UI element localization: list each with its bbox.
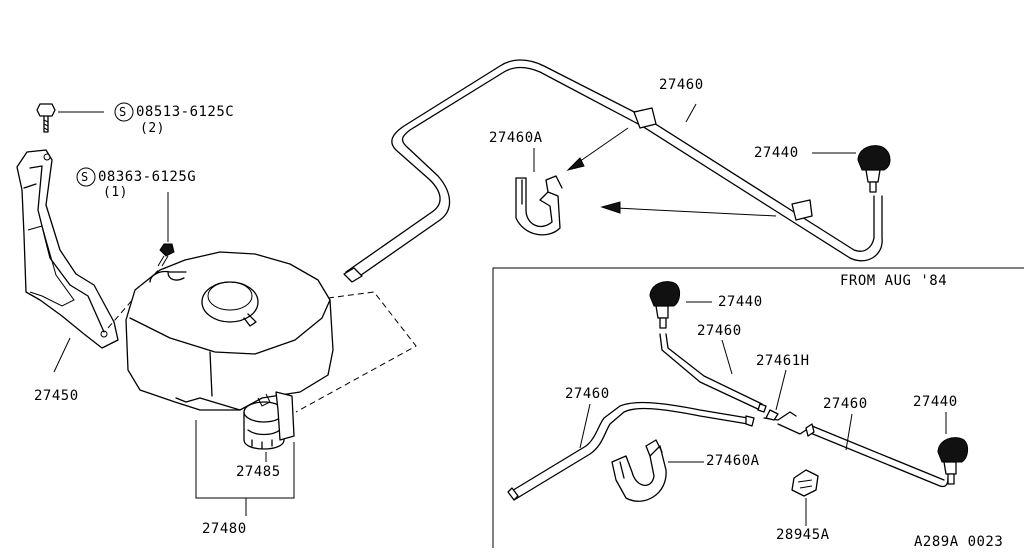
bolt-part-number: 08513-6125C xyxy=(136,104,235,120)
inset-frame xyxy=(492,267,1024,548)
label-27460-inset-upper: 27460 xyxy=(697,323,742,339)
label-27460-inset-right: 27460 xyxy=(823,396,868,412)
screw-part-s-mark: S xyxy=(81,170,89,184)
label-28945a: 28945A xyxy=(776,527,830,543)
hose-main xyxy=(343,59,883,283)
inset-hoses xyxy=(507,333,949,501)
nozzle-main xyxy=(812,145,891,193)
direction-arrows xyxy=(566,127,777,217)
bracket-27450 xyxy=(16,149,161,373)
figure-code: A289A 0023 xyxy=(914,534,1004,550)
label-27440-main: 27440 xyxy=(754,145,799,161)
inset-clamp xyxy=(791,469,819,526)
label-27460-inset-left: 27460 xyxy=(565,386,610,402)
label-27460-main: 27460 xyxy=(659,77,704,93)
screw-quantity: (1) xyxy=(103,185,128,200)
label-27460a-main: 27460A xyxy=(489,130,543,146)
label-27450: 27450 xyxy=(34,388,79,404)
label-27485: 27485 xyxy=(236,464,281,480)
label-27461h: 27461H xyxy=(756,353,810,369)
label-27440-inset-right: 27440 xyxy=(913,394,958,410)
label-27460a-inset: 27460A xyxy=(706,453,760,469)
washer-tank xyxy=(125,251,334,516)
screw-icon xyxy=(157,192,175,267)
label-27480: 27480 xyxy=(202,521,247,537)
label-27440-inset-upper: 27440 xyxy=(718,294,763,310)
s-mark-icon xyxy=(76,102,134,187)
bolt-icon xyxy=(36,103,104,133)
bolt-part-s-mark: S xyxy=(119,105,127,119)
screw-part-number: 08363-6125G xyxy=(98,169,197,185)
clip-main xyxy=(515,148,563,236)
install-guide xyxy=(295,291,417,413)
inset-title: FROM AUG '84 xyxy=(840,273,948,289)
inset-clip xyxy=(611,439,704,502)
bolt-quantity: (2) xyxy=(140,121,165,136)
inset-nozzle-right xyxy=(937,412,969,485)
inset-nozzle-upper xyxy=(649,281,712,329)
